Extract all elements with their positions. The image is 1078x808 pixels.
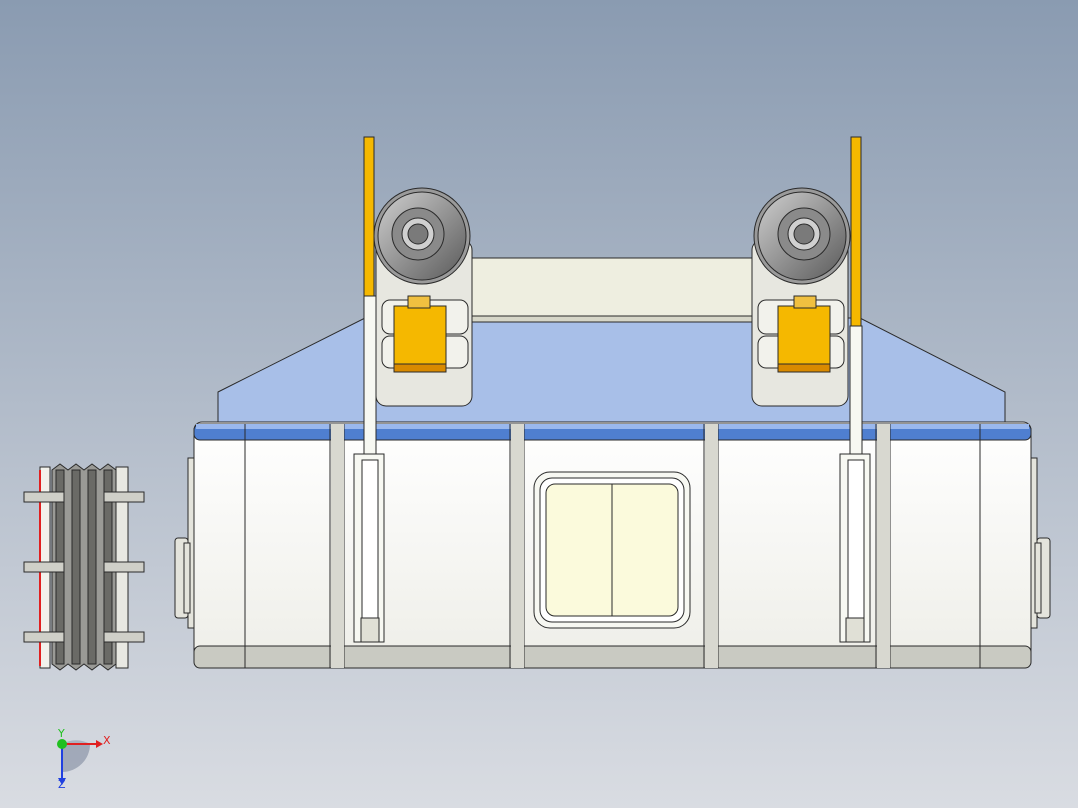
right-handle[interactable] — [1030, 457, 1051, 629]
main-assembly[interactable] — [174, 136, 1051, 669]
left-handle[interactable] — [174, 457, 195, 629]
y-axis-label: Y — [57, 727, 65, 740]
y-axis-dot — [57, 739, 67, 749]
top-stripe-highlight — [196, 424, 1029, 429]
bottom-band — [193, 645, 1032, 669]
left-yellow-plate — [363, 136, 375, 298]
right-rod — [849, 325, 863, 457]
orientation-triad: X Y Z — [57, 727, 111, 791]
z-axis-label: Z — [58, 778, 66, 791]
left-yellow-block — [393, 305, 447, 369]
top-plate — [217, 317, 1006, 425]
left-roller-unit[interactable] — [353, 136, 473, 643]
inspection-window[interactable] — [533, 471, 691, 629]
right-roller-unit[interactable] — [751, 136, 871, 643]
side-view-part[interactable] — [23, 463, 145, 671]
rear-cover-ledge — [469, 315, 757, 323]
seam-shadows — [331, 424, 890, 668]
side-brackets — [23, 491, 145, 643]
left-rod — [363, 295, 377, 457]
right-yellow-block — [777, 305, 831, 369]
right-yellow-plate — [850, 136, 862, 328]
x-axis-label: X — [103, 734, 111, 747]
rear-cover — [469, 257, 757, 323]
